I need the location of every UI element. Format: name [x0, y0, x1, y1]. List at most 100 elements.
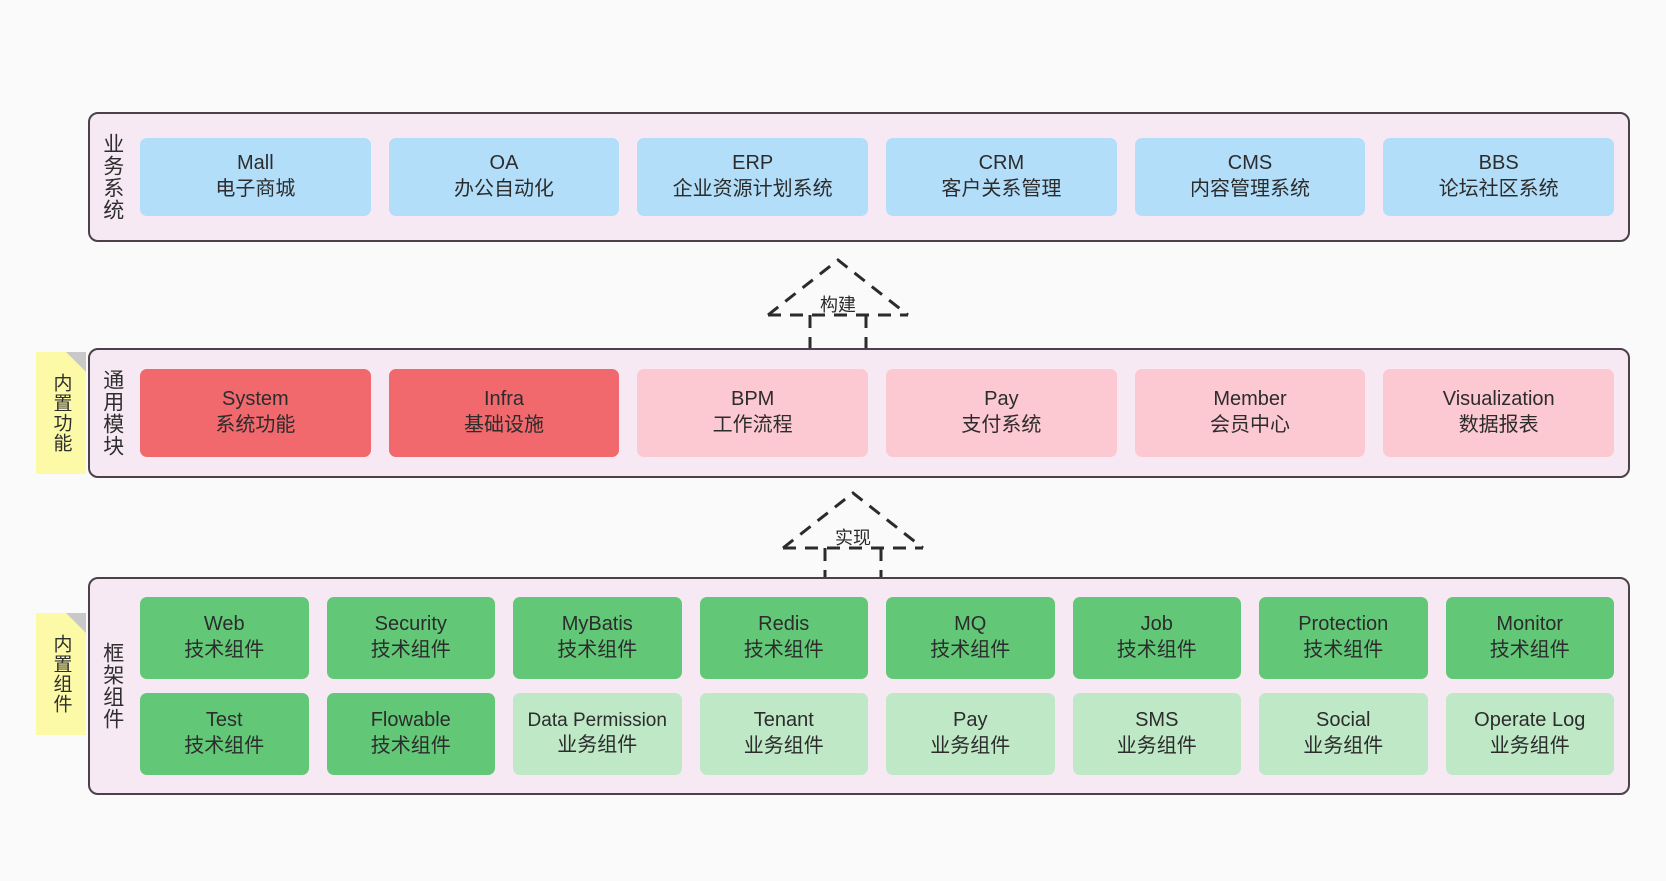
card-title: Social — [1316, 709, 1371, 732]
card-subtitle: 客户关系管理 — [941, 178, 1062, 200]
card-tenant[interactable]: Tenant 业务组件 — [699, 693, 868, 775]
card-title: Data Permission — [527, 710, 667, 732]
layer-body-framework: Web 技术组件 Security 技术组件 MyBatis 技术组件 Redi… — [134, 579, 1628, 793]
card-bpm[interactable]: BPM 工作流程 — [637, 369, 869, 457]
card-row: System 系统功能 Infra 基础设施 BPM 工作流程 Pay 支付系统… — [140, 369, 1615, 457]
card-title: Job — [1140, 613, 1173, 636]
sticky-note-label: 内置功能 — [50, 373, 72, 453]
card-infra[interactable]: Infra 基础设施 — [388, 369, 620, 457]
card-subtitle: 数据报表 — [1458, 414, 1539, 436]
card-security[interactable]: Security 技术组件 — [326, 597, 495, 679]
arrow-implement: 实现 — [778, 488, 928, 586]
card-member[interactable]: Member 会员中心 — [1134, 369, 1366, 457]
card-subtitle: 技术组件 — [743, 639, 824, 661]
card-title: CMS — [1227, 152, 1273, 175]
card-mq[interactable]: MQ 技术组件 — [886, 597, 1055, 679]
layer-title-business: 业务系统 — [100, 133, 124, 221]
card-pay[interactable]: Pay 支付系统 — [886, 369, 1117, 457]
card-subtitle: 业务组件 — [743, 735, 824, 757]
card-title: BBS — [1478, 152, 1519, 175]
card-subtitle: 论坛社区系统 — [1438, 178, 1559, 200]
card-test[interactable]: Test 技术组件 — [140, 693, 309, 775]
card-title: Pay — [953, 709, 988, 732]
layer-body-business: Mall 电子商城 OA 办公自动化 ERP 企业资源计划系统 CRM 客户关系… — [134, 114, 1628, 240]
card-title: Member — [1213, 388, 1287, 411]
card-crm[interactable]: CRM 客户关系管理 — [886, 138, 1117, 216]
sticky-note-builtin-feature: 内置功能 — [36, 352, 86, 474]
card-mall[interactable]: Mall 电子商城 — [140, 138, 371, 216]
card-subtitle: 业务组件 — [1489, 735, 1570, 757]
card-subtitle: 业务组件 — [930, 735, 1011, 757]
card-social[interactable]: Social 业务组件 — [1259, 693, 1428, 775]
card-pay-business[interactable]: Pay 业务组件 — [886, 693, 1055, 775]
card-system[interactable]: System 系统功能 — [140, 369, 371, 457]
card-sms[interactable]: SMS 业务组件 — [1072, 693, 1241, 775]
card-title: Test — [205, 709, 243, 732]
card-oa[interactable]: OA 办公自动化 — [388, 138, 620, 216]
card-subtitle: 技术组件 — [370, 639, 451, 661]
card-title: OA — [489, 152, 519, 175]
card-mybatis[interactable]: MyBatis 技术组件 — [513, 597, 682, 679]
card-title: Visualization — [1442, 388, 1555, 411]
layer-general-modules: 通用模块 System 系统功能 Infra 基础设施 BPM 工作流程 Pay… — [88, 348, 1630, 478]
card-subtitle: 技术组件 — [1303, 639, 1384, 661]
card-title: ERP — [732, 152, 774, 175]
card-operate-log[interactable]: Operate Log 业务组件 — [1445, 693, 1614, 775]
card-redis[interactable]: Redis 技术组件 — [699, 597, 868, 679]
card-erp[interactable]: ERP 企业资源计划系统 — [637, 138, 869, 216]
card-web[interactable]: Web 技术组件 — [140, 597, 309, 679]
card-title: Redis — [758, 613, 810, 636]
card-data-permission[interactable]: Data Permission 业务组件 — [513, 693, 682, 775]
card-title: Flowable — [370, 709, 451, 732]
card-subtitle: 系统功能 — [215, 414, 296, 436]
card-subtitle: 技术组件 — [370, 735, 451, 757]
layer-title-modules: 通用模块 — [100, 369, 124, 457]
card-flowable[interactable]: Flowable 技术组件 — [326, 693, 495, 775]
card-subtitle: 办公自动化 — [454, 178, 554, 200]
layer-title-framework: 框架组件 — [100, 642, 124, 730]
card-visualization[interactable]: Visualization 数据报表 — [1383, 369, 1615, 457]
card-subtitle: 技术组件 — [1489, 639, 1570, 661]
card-row: Web 技术组件 Security 技术组件 MyBatis 技术组件 Redi… — [140, 597, 1614, 679]
arrow-build: 构建 — [763, 255, 913, 353]
card-subtitle: 电子商城 — [215, 178, 296, 200]
card-title: MQ — [954, 613, 987, 636]
card-title: SMS — [1135, 709, 1179, 732]
card-subtitle: 技术组件 — [184, 639, 265, 661]
layer-body-modules: System 系统功能 Infra 基础设施 BPM 工作流程 Pay 支付系统… — [134, 350, 1628, 476]
card-title: Operate Log — [1474, 709, 1586, 732]
card-title: BPM — [731, 388, 775, 411]
card-bbs[interactable]: BBS 论坛社区系统 — [1383, 138, 1615, 216]
card-title: CRM — [978, 152, 1025, 175]
card-title: Protection — [1298, 613, 1389, 636]
card-subtitle: 内容管理系统 — [1190, 178, 1311, 200]
card-monitor[interactable]: Monitor 技术组件 — [1445, 597, 1614, 679]
card-row: Test 技术组件 Flowable 技术组件 Data Permission … — [140, 693, 1614, 775]
card-title: MyBatis — [561, 613, 633, 636]
card-row: Mall 电子商城 OA 办公自动化 ERP 企业资源计划系统 CRM 客户关系… — [140, 138, 1615, 216]
card-protection[interactable]: Protection 技术组件 — [1259, 597, 1428, 679]
card-subtitle: 业务组件 — [557, 734, 638, 757]
arrow-build-label: 构建 — [820, 295, 856, 315]
card-title: Mall — [237, 152, 274, 175]
card-title: Monitor — [1496, 613, 1564, 636]
card-title: System — [221, 388, 289, 411]
card-title: Web — [203, 613, 245, 636]
card-subtitle: 业务组件 — [1116, 735, 1197, 757]
card-title: Pay — [984, 388, 1019, 411]
sticky-fold-corner-icon — [66, 613, 86, 633]
card-subtitle: 会员中心 — [1210, 414, 1291, 436]
card-subtitle: 工作流程 — [712, 414, 793, 436]
card-subtitle: 技术组件 — [1116, 639, 1197, 661]
sticky-note-label: 内置组件 — [50, 634, 72, 714]
card-title: Infra — [483, 388, 525, 411]
card-subtitle: 支付系统 — [961, 414, 1042, 436]
card-subtitle: 技术组件 — [184, 735, 265, 757]
card-cms[interactable]: CMS 内容管理系统 — [1134, 138, 1366, 216]
layer-framework-components: 框架组件 Web 技术组件 Security 技术组件 MyBatis 技术组件… — [88, 577, 1630, 795]
card-job[interactable]: Job 技术组件 — [1072, 597, 1241, 679]
sticky-note-builtin-component: 内置组件 — [36, 613, 86, 735]
card-subtitle: 技术组件 — [557, 639, 638, 661]
card-subtitle: 企业资源计划系统 — [672, 178, 833, 200]
